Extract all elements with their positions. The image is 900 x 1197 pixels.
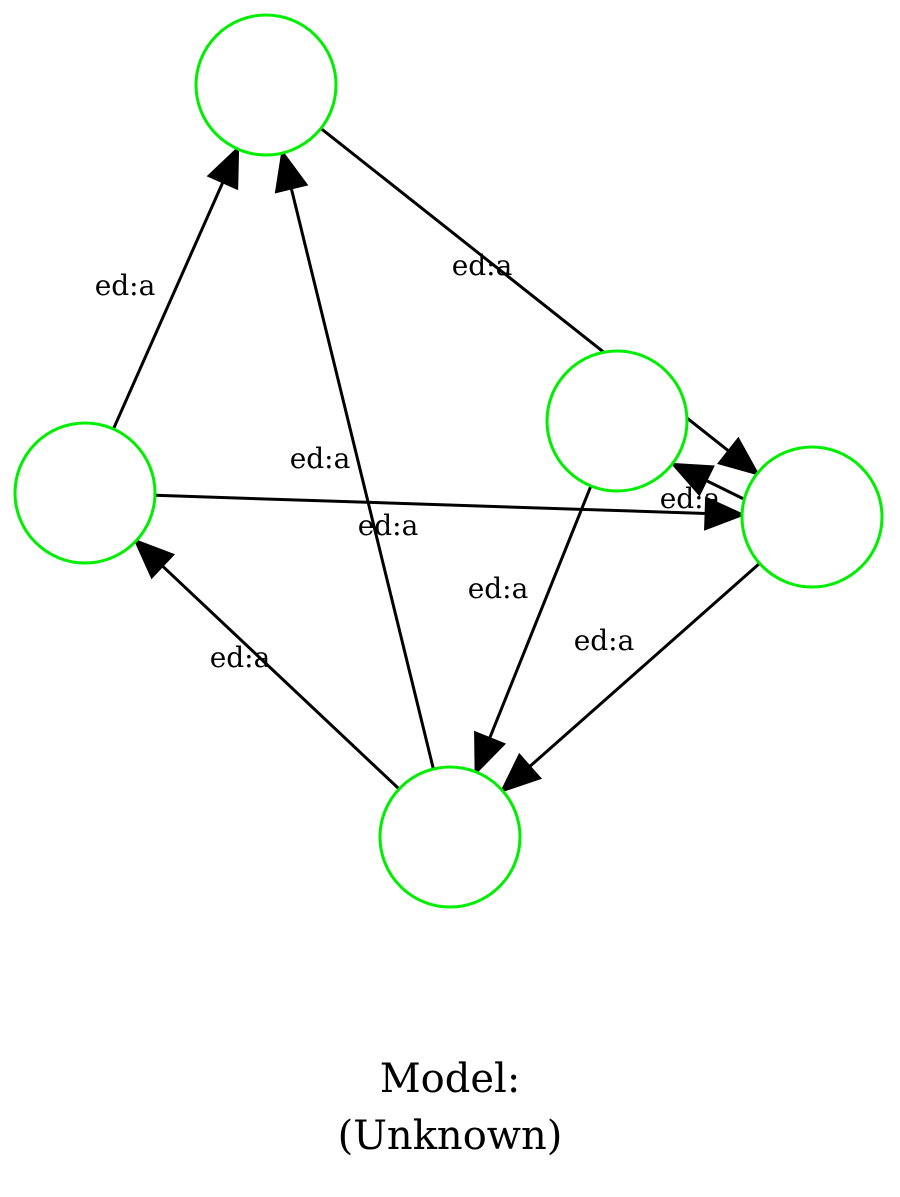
graph-node-mid [545,349,689,493]
edge-label: ed:a [290,442,351,475]
arrowhead-left-to-right [704,496,746,531]
arrowheads-layer [133,145,761,794]
edge-right-to-mid [705,479,744,500]
nodes-layer [13,13,884,909]
arrowhead-right-to-bottom [499,752,543,794]
edge-mid-to-bottom [488,485,593,740]
caption-line-2: (Unknown) [338,1113,563,1159]
graph-node-left [13,421,157,565]
edge-label: ed:a [660,482,721,515]
edge-labels-layer: ed:a ed:a ed:a ed:a ed:a ed:a ed:a ed:a [95,249,721,674]
edge-label: ed:a [468,572,529,605]
graph-node-right [740,445,884,589]
edge-right-to-bottom [528,562,761,768]
edge-bottom-to-top [289,187,435,770]
edge-label: ed:a [95,269,156,302]
edge-label: ed:a [452,249,513,282]
edge-bottom-to-left [161,564,401,791]
edge-left-to-right [154,493,707,515]
arrowhead-right-to-mid [670,462,715,497]
arrowhead-bottom-to-top [274,149,309,194]
graph-node-bottom [378,765,522,909]
arrowhead-top-to-right [717,436,761,477]
graph-node-top [194,13,338,157]
arrowhead-left-to-top [206,145,240,191]
edge-label: ed:a [210,641,271,674]
arrowhead-bottom-to-left [133,538,176,580]
edge-left-to-top [112,181,225,430]
edge-label: ed:a [574,624,635,657]
arrowhead-mid-to-bottom [474,730,507,776]
edge-label: ed:a [358,509,419,542]
caption-line-1: Model: [380,1056,521,1102]
